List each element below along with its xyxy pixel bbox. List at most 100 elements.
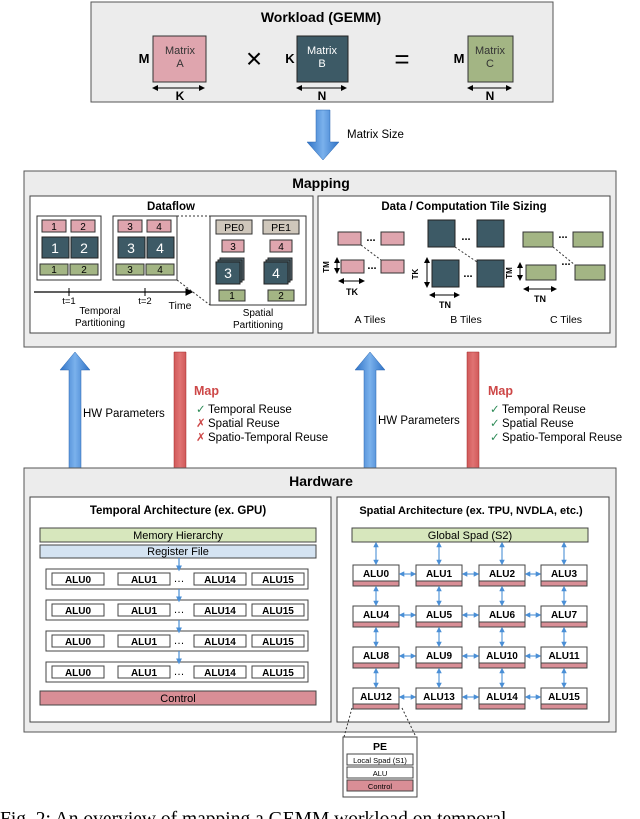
c-tiles-label: C Tiles xyxy=(550,314,582,326)
matrix-c-col-dim: N xyxy=(486,89,495,103)
svg-text:...: ... xyxy=(461,231,470,243)
svg-text:PE0: PE0 xyxy=(224,222,244,234)
pe-control-strip xyxy=(540,580,588,587)
reuse-item: Spatio-Temporal Reuse xyxy=(208,432,328,444)
reuse-mark: ✗ xyxy=(196,418,206,430)
spatial-architecture: Spatial Architecture (ex. TPU, NVDLA, et… xyxy=(336,496,610,723)
svg-text:Matrix: Matrix xyxy=(307,45,337,57)
svg-text:TK: TK xyxy=(346,287,358,297)
svg-text:Matrix: Matrix xyxy=(475,45,505,57)
svg-text:TM: TM xyxy=(322,261,331,273)
svg-text:3: 3 xyxy=(127,240,135,256)
alu-label: ALU1 xyxy=(131,668,158,679)
matrix-c-row-dim: M xyxy=(454,51,465,66)
pe-alu-label: ALU8 xyxy=(363,651,390,662)
right-reuse-list: ✓Temporal Reuse✓Spatial Reuse✓Spatio-Tem… xyxy=(490,404,622,444)
pe-alu-label: ALU12 xyxy=(360,692,392,703)
svg-text:3: 3 xyxy=(127,222,133,233)
figure-caption: Fig. 2: An overview of mapping a GEMM wo… xyxy=(0,809,507,819)
alu-label: ALU1 xyxy=(131,637,158,648)
alu-cell xyxy=(193,572,247,586)
svg-text:...: ... xyxy=(558,229,567,241)
spatial-arch-title: Spatial Architecture (ex. TPU, NVDLA, et… xyxy=(359,505,583,517)
alu-ellipsis: … xyxy=(174,604,185,616)
right-map-title: Map xyxy=(488,384,513,398)
svg-text:A: A xyxy=(176,58,184,70)
alu-label: ALU0 xyxy=(65,575,92,586)
pe-detail: PE Local Spad (S1) ALU Control xyxy=(342,707,418,798)
reuse-mark: ✓ xyxy=(196,404,206,416)
svg-text:Matrix: Matrix xyxy=(165,45,195,57)
pe-control-strip xyxy=(478,580,526,587)
alu-cell xyxy=(193,665,247,679)
pe-alu-label: ALU14 xyxy=(486,692,518,703)
alu-label: ALU1 xyxy=(131,606,158,617)
svg-text:Temporal: Temporal xyxy=(79,306,120,317)
matrix-size-arrow: Matrix Size xyxy=(306,109,404,161)
alu-label: ALU15 xyxy=(262,637,294,648)
pe-control-strip xyxy=(415,703,463,710)
temporal-architecture: Temporal Architecture (ex. GPU) Memory H… xyxy=(29,496,332,723)
svg-text:3: 3 xyxy=(127,265,133,276)
dataflow-title: Dataflow xyxy=(147,201,195,213)
mapping-title: Mapping xyxy=(292,175,350,191)
temporal-arch-title: Temporal Architecture (ex. GPU) xyxy=(90,505,267,517)
matrix-a-row-dim: M xyxy=(139,51,150,66)
dataflow-box: Dataflow 1 2 1 2 1 2 3 4 3 4 xyxy=(29,195,314,334)
reuse-item: Temporal Reuse xyxy=(208,404,292,416)
reuse-mark: ✗ xyxy=(196,432,206,444)
alu-label: ALU1 xyxy=(131,575,158,586)
svg-text:4: 4 xyxy=(157,265,163,276)
pe-local-spad: Local Spad (S1) xyxy=(353,756,407,765)
time-label: Time xyxy=(169,300,192,312)
alu-label: ALU14 xyxy=(204,575,236,586)
hardware-title: Hardware xyxy=(289,473,353,489)
workload-panel: Workload (GEMM) Matrix A M K × Matrix B … xyxy=(90,1,554,103)
memory-hierarchy: Memory Hierarchy xyxy=(133,530,223,542)
reuse-mark: ✓ xyxy=(490,432,500,444)
svg-text:...: ... xyxy=(367,260,376,272)
alu-label: ALU0 xyxy=(65,637,92,648)
a-tiles-label: A Tiles xyxy=(355,314,386,326)
svg-text:1: 1 xyxy=(51,265,57,276)
alu-cell xyxy=(251,665,305,679)
pe-alu-label: ALU0 xyxy=(363,569,390,580)
tile-sizing-title: Data / Computation Tile Sizing xyxy=(381,201,546,213)
pe-control-strip xyxy=(352,662,400,669)
alu-cell xyxy=(117,665,171,679)
pe-alu-label: ALU13 xyxy=(423,692,455,703)
right-hw-params: HW Parameters xyxy=(378,415,460,427)
alu-cell xyxy=(51,665,105,679)
pe-control: Control xyxy=(368,782,393,791)
left-reuse-list: ✓Temporal Reuse✗Spatial Reuse✗Spatio-Tem… xyxy=(196,404,328,444)
alu-cell xyxy=(251,572,305,586)
svg-text:4: 4 xyxy=(272,265,280,281)
alu-label: ALU15 xyxy=(262,575,294,586)
alu-label: ALU14 xyxy=(204,606,236,617)
pe-control-strip xyxy=(478,621,526,628)
reuse-item: Spatial Reuse xyxy=(502,418,574,430)
matrix-b: Matrix B K N xyxy=(285,35,349,103)
alu-label: ALU15 xyxy=(262,606,294,617)
left-map-title: Map xyxy=(194,384,219,398)
pe-alu-label: ALU5 xyxy=(426,610,453,621)
left-flow: HW Parameters Map ✓Temporal Reuse✗Spatia… xyxy=(59,351,328,492)
hardware-panel: Hardware Temporal Architecture (ex. GPU)… xyxy=(23,467,617,733)
alu-label: ALU14 xyxy=(204,637,236,648)
pe-title: PE xyxy=(373,741,387,753)
mapping-panel: Mapping Dataflow 1 2 1 2 1 2 3 4 xyxy=(23,170,617,348)
alu-cell xyxy=(117,603,171,617)
svg-text:4: 4 xyxy=(278,242,284,253)
svg-text:t=1: t=1 xyxy=(62,296,75,307)
svg-text:B: B xyxy=(318,58,325,70)
reuse-mark: ✓ xyxy=(490,404,500,416)
pe-control-strip xyxy=(352,580,400,587)
pe-alu: ALU xyxy=(373,769,388,778)
pe-control-strip xyxy=(415,662,463,669)
svg-text:1: 1 xyxy=(229,291,235,302)
svg-text:Partitioning: Partitioning xyxy=(75,318,125,329)
svg-text:...: ... xyxy=(366,232,375,244)
pe-alu-label: ALU11 xyxy=(548,651,580,662)
pe-control-strip xyxy=(540,621,588,628)
svg-text:...: ... xyxy=(561,256,570,268)
